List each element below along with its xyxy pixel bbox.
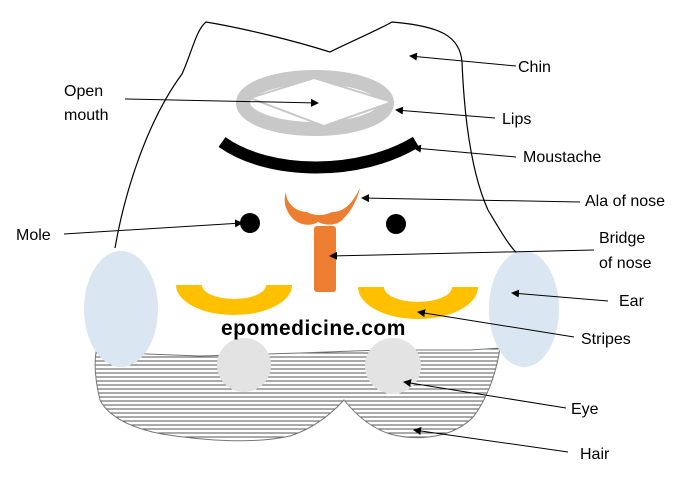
hair-region xyxy=(94,347,501,442)
arrow-ala-of-nose xyxy=(361,194,581,203)
open-mouth xyxy=(246,76,396,128)
arrow-lips xyxy=(395,106,496,119)
moustache xyxy=(218,136,420,174)
label-lips: Lips xyxy=(502,111,531,128)
label-open-mouth-line1: Open xyxy=(64,83,103,100)
stripe-left xyxy=(176,285,292,315)
stripe-right xyxy=(358,287,478,319)
ala-of-nose xyxy=(284,188,360,225)
arrow-chin xyxy=(409,52,517,67)
mole-right xyxy=(386,214,406,234)
mole-left xyxy=(240,213,260,233)
ear-left xyxy=(84,251,158,367)
label-bridge-line1: Bridge xyxy=(599,230,645,247)
label-eye: Eye xyxy=(571,401,599,418)
arrow-ear xyxy=(511,289,609,302)
watermark: epomedicine.com xyxy=(221,317,406,340)
label-open-mouth-line2: mouth xyxy=(64,107,108,124)
label-moustache: Moustache xyxy=(523,149,601,166)
label-hair: Hair xyxy=(580,446,610,463)
label-chin: Chin xyxy=(518,59,551,76)
ear-right xyxy=(489,251,559,367)
eye-left xyxy=(217,338,271,392)
arrow-bridge-of-nose xyxy=(329,249,595,260)
arrow-stripes xyxy=(417,309,575,338)
arrow-eye xyxy=(403,379,567,409)
arrow-moustache xyxy=(413,144,517,158)
bridge-of-nose xyxy=(314,226,336,292)
label-mole: Mole xyxy=(16,227,51,244)
arrow-open-mouth xyxy=(124,98,319,107)
eye-right xyxy=(365,338,421,394)
arrow-mole xyxy=(63,219,243,235)
label-bridge-line2: of nose xyxy=(599,255,652,272)
label-ala-of-nose: Ala of nose xyxy=(585,193,665,210)
leader-lines xyxy=(63,52,609,453)
label-stripes: Stripes xyxy=(581,331,631,348)
label-ear: Ear xyxy=(619,293,645,310)
arrow-hair xyxy=(413,427,569,453)
face-outline xyxy=(114,21,521,257)
